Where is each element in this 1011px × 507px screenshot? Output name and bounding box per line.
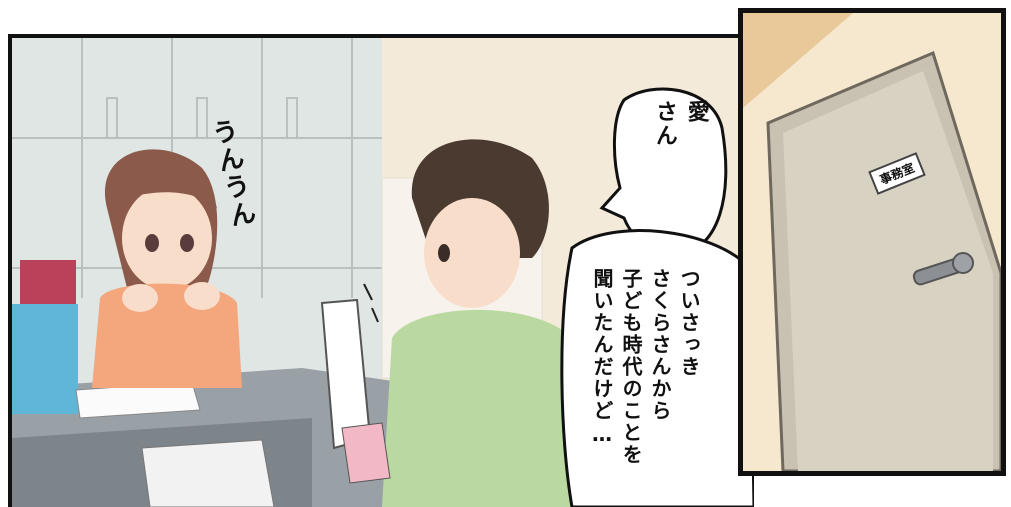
speech-bubble-small: 愛 さん xyxy=(651,100,709,148)
comic-panel-office: うんうん 愛 さん ついさっき さくらさんから 子ども時代のことを 聞いたんだけ… xyxy=(8,34,754,507)
speech-bubble-large: ついさっき さくらさんから 子ども時代のことを 聞いたんだけど… xyxy=(590,268,701,466)
office-scene-illustration xyxy=(12,38,754,507)
comic-panel-door: 事務室 xyxy=(738,8,1006,476)
office-door-illustration xyxy=(743,13,1001,471)
